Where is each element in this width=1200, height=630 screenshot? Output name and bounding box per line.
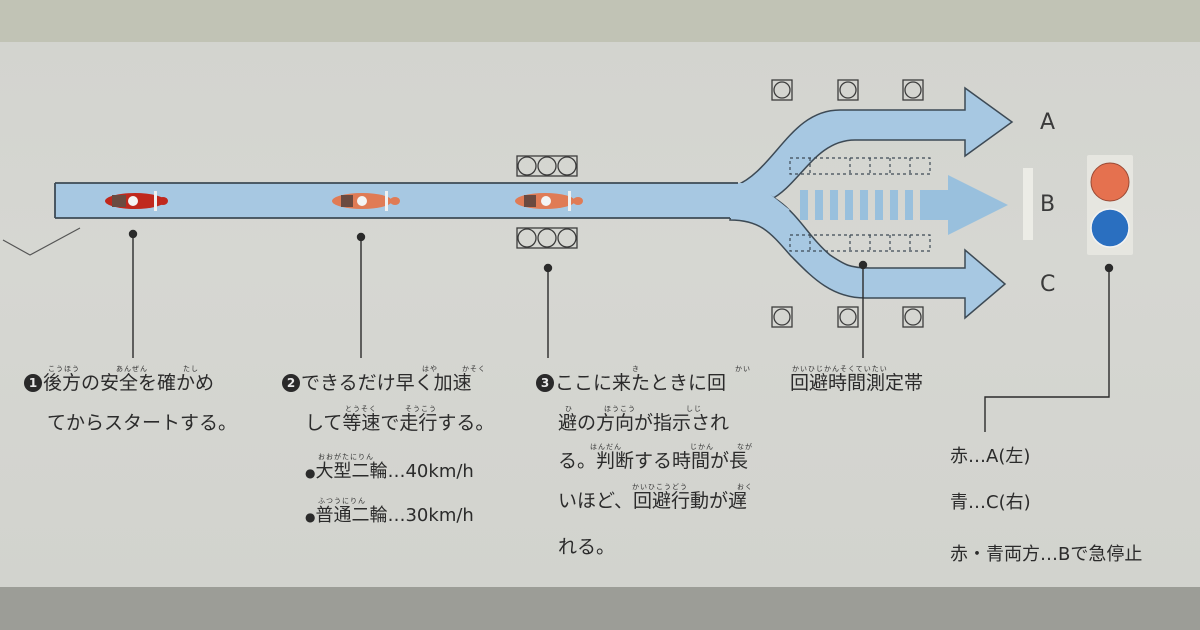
measurement-zone-label: 回避時間測定帯 <box>790 372 924 394</box>
step3-ruby-4: ほうこう <box>604 405 636 413</box>
motorcycle-icon-start <box>105 191 168 211</box>
speed-large-ruby: おおがたにりん <box>318 453 374 461</box>
step3-ruby-8: なが <box>737 443 753 451</box>
zone-ruby: かいひじかんそくていたい <box>792 365 888 373</box>
legend-blue: 青…C(右) <box>950 492 1031 513</box>
step2-ruby-2: かそく <box>462 365 486 373</box>
step1-ruby-2: あんぜん <box>116 365 148 373</box>
legend-both: 赤・青両方…Bで急停止 <box>950 544 1143 565</box>
motorcycle-icon-avoidance-point <box>515 191 583 211</box>
step3-ruby-1: き <box>632 365 640 373</box>
step3-caption-line4: いほど、回避行動が遅 <box>558 490 748 512</box>
step1-ruby-1: こうほう <box>48 365 80 373</box>
motorcycle-icon-accelerating <box>332 191 400 211</box>
step3-ruby-2: かい <box>735 365 751 373</box>
speed-standard-motorcycle: ●普通二輪…30km/h <box>305 505 474 526</box>
step1-ruby-3: たし <box>183 365 199 373</box>
step3-ruby-7: じかん <box>690 443 714 451</box>
step3-ruby-5: しじ <box>686 405 702 413</box>
step2-ruby-1: はや <box>422 365 438 373</box>
step3-ruby-10: おく <box>737 483 753 491</box>
step3-ruby-9: かいひこうどう <box>632 483 688 491</box>
step2-caption-line2: して等速で走行する。 <box>305 412 495 434</box>
lane-b-arrow <box>800 175 1008 235</box>
leader-lines <box>128 229 1114 432</box>
speed-large-motorcycle: ●大型二輪…40km/h <box>305 461 474 482</box>
lane-label-b: B <box>1040 192 1056 217</box>
top-margin <box>0 0 1200 42</box>
step3-caption-line3: る。判断する時間が長 <box>558 450 749 472</box>
lane-c-path <box>729 185 1007 320</box>
step3-ruby-6: はんだん <box>590 443 622 451</box>
bottom-margin <box>0 587 1200 630</box>
lane-label-a: A <box>1040 110 1056 135</box>
measurement-zone <box>789 157 931 252</box>
step2-ruby-4: そうこう <box>405 405 437 413</box>
decorative-stroke <box>2 227 81 256</box>
step3-caption-line5: れる。 <box>558 536 616 558</box>
signal-light <box>1087 155 1133 255</box>
speed-standard-ruby: ふつうにりん <box>318 497 366 505</box>
main-lane <box>55 183 790 220</box>
step3-ruby-3: ひ <box>565 405 573 413</box>
lane-a-path <box>732 86 1014 201</box>
step3-number-badge: 3 <box>536 374 554 392</box>
pylons <box>516 79 924 328</box>
lane-label-c: C <box>1040 272 1056 297</box>
step3-caption-line2: 避の方向が指示され <box>558 412 730 434</box>
stop-line <box>1023 168 1033 240</box>
step2-number-badge: 2 <box>282 374 300 392</box>
step2-ruby-3: とうそく <box>345 405 377 413</box>
step1-caption-line2: てからスタートする。 <box>47 412 238 434</box>
page-background <box>0 42 1200 587</box>
legend-red: 赤…A(左) <box>950 446 1031 467</box>
step1-number-badge: 1 <box>24 374 42 392</box>
